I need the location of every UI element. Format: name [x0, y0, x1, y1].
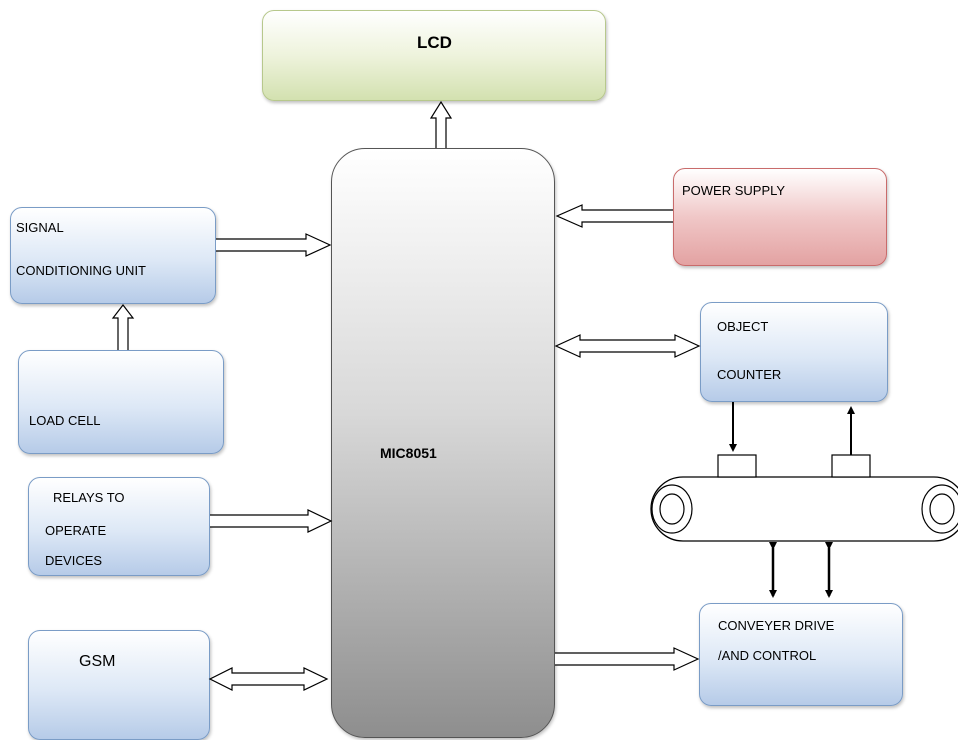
lcd-block: LCD — [262, 10, 606, 101]
object-counter-block: OBJECT COUNTER — [700, 302, 888, 402]
arrow-loadcell-to-signal — [111, 304, 135, 350]
microcontroller-label: MIC8051 — [380, 445, 437, 461]
load-cell-label: LOAD CELL — [29, 413, 101, 428]
relays-label-2: OPERATE — [45, 523, 107, 538]
arrow-signal-to-mcu — [216, 233, 332, 257]
signal-conditioning-label-1: SIGNAL — [16, 220, 64, 235]
object-counter-label-2: COUNTER — [717, 367, 782, 382]
sensor-right — [831, 454, 871, 478]
signal-conditioning-label-2: CONDITIONING UNIT — [16, 263, 146, 278]
conveyor-right-roller-inner — [929, 493, 955, 525]
relays-block: RELAYS TO OPERATE DEVICES — [28, 477, 210, 576]
microcontroller-block: MIC8051 — [331, 148, 555, 738]
arrow-mcu-object-counter — [554, 334, 701, 358]
lcd-label: LCD — [417, 33, 452, 52]
gsm-label: GSM — [79, 653, 116, 670]
conveyor-left-roller-inner — [659, 493, 685, 525]
arrow-gsm-mcu — [208, 667, 329, 691]
conveyor-belt — [650, 476, 958, 542]
signal-conditioning-block: SIGNAL CONDITIONING UNIT — [10, 207, 216, 304]
conveyer-drive-label-1: CONVEYER DRIVE — [718, 618, 835, 633]
relays-label-3: DEVICES — [45, 553, 103, 568]
load-cell-block: LOAD CELL — [18, 350, 224, 454]
arrow-mcu-to-conveyer — [555, 647, 700, 671]
conveyer-drive-block: CONVEYER DRIVE /AND CONTROL — [699, 603, 903, 706]
conveyer-drive-label-2: /AND CONTROL — [718, 648, 817, 663]
arrow-power-to-mcu — [555, 204, 673, 228]
object-counter-label-1: OBJECT — [717, 319, 769, 334]
power-supply-label: POWER SUPPLY — [682, 183, 786, 198]
arrow-mcu-to-lcd — [429, 100, 453, 148]
sensor-left — [717, 454, 757, 478]
arrow-relays-to-mcu — [210, 509, 333, 533]
power-supply-block: POWER SUPPLY — [673, 168, 887, 266]
relays-label-1: RELAYS TO — [53, 490, 125, 505]
